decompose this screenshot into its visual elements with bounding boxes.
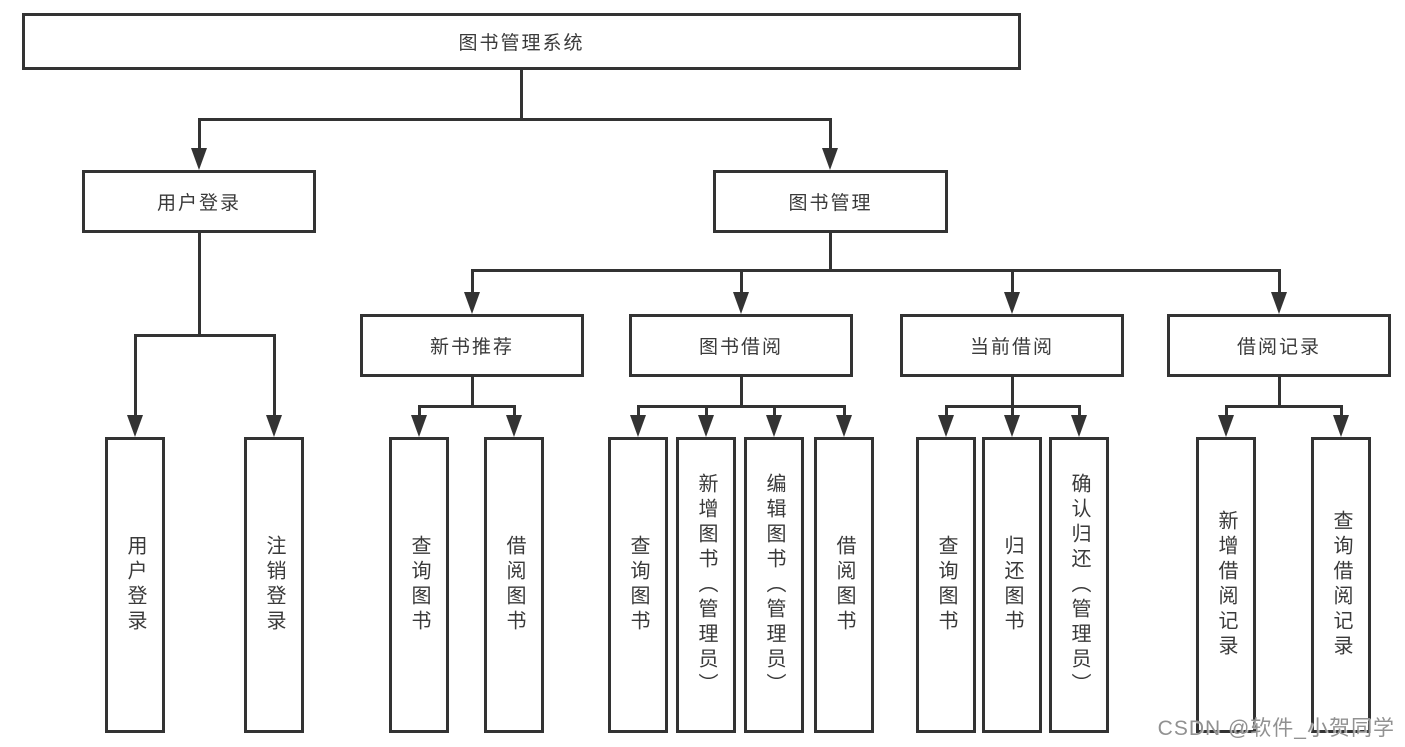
leaf-user-login: 用户登录 <box>105 437 165 733</box>
arrowhead-bb-borrow <box>836 415 852 437</box>
leaf-current-query-books: 查询图书 <box>916 437 976 733</box>
arrowhead-user-login <box>191 148 207 170</box>
connector-user-login-stem <box>198 233 201 336</box>
leaf-logout: 注销登录 <box>244 437 304 733</box>
connector-drop-bb-add <box>705 405 708 418</box>
arrowhead-new-book <box>464 292 480 314</box>
arrowhead-rec-query <box>411 415 427 437</box>
arrowhead-bb-edit <box>766 415 782 437</box>
node-new-book-recommend: 新书推荐 <box>360 314 584 377</box>
connector-current-borrowing-stem <box>1011 377 1014 407</box>
node-book-management-system: 图书管理系统 <box>22 13 1021 70</box>
connector-drop-rec-borrow <box>513 405 516 418</box>
leaf-borrowing-borrow-books: 借阅图书 <box>814 437 874 733</box>
node-user-login: 用户登录 <box>82 170 316 233</box>
leaf-records-query-record: 查询借阅记录 <box>1311 437 1371 733</box>
arrowhead-leaf-user-login <box>127 415 143 437</box>
arrowhead-br-query <box>1333 415 1349 437</box>
arrowhead-cb-confirm <box>1071 415 1087 437</box>
arrowhead-borrowing-records <box>1271 292 1287 314</box>
connector-drop-cb-return <box>1011 405 1014 418</box>
leaf-borrowing-edit-books-admin-label: 编辑图书（管理员） <box>763 472 785 698</box>
arrowhead-book-management <box>822 148 838 170</box>
node-book-management: 图书管理 <box>713 170 948 233</box>
node-current-borrowing: 当前借阅 <box>900 314 1124 377</box>
connector-drop-user-login <box>198 118 201 150</box>
connector-drop-book-management <box>829 118 832 150</box>
leaf-recommend-borrow-books: 借阅图书 <box>484 437 544 733</box>
leaf-borrowing-query-books: 查询图书 <box>608 437 668 733</box>
leaf-current-query-books-label: 查询图书 <box>935 535 957 635</box>
arrowhead-br-add <box>1218 415 1234 437</box>
connector-drop-book-borrowing <box>740 269 743 294</box>
connector-book-borrowing-stem <box>740 377 743 407</box>
leaf-recommend-query-books-label: 查询图书 <box>408 535 430 635</box>
csdn-watermark: CSDN @软件_小贺同学 <box>1157 717 1395 740</box>
leaf-records-add-record: 新增借阅记录 <box>1196 437 1256 733</box>
arrowhead-cb-query <box>938 415 954 437</box>
connector-book-borrowing-hline <box>637 405 845 408</box>
arrowhead-bb-query <box>630 415 646 437</box>
connector-borrowing-records-stem <box>1278 377 1281 407</box>
leaf-logout-label: 注销登录 <box>263 535 285 635</box>
connector-drop-br-query <box>1340 405 1343 418</box>
connector-drop-current-borrowing <box>1011 269 1014 294</box>
connector-drop-cb-query <box>945 405 948 418</box>
arrowhead-rec-borrow <box>506 415 522 437</box>
connector-drop-new-book <box>471 269 474 294</box>
connector-root-stem <box>520 70 523 120</box>
connector-drop-bb-query <box>637 405 640 418</box>
leaf-borrowing-borrow-books-label: 借阅图书 <box>833 535 855 635</box>
leaf-current-return-books-label: 归还图书 <box>1001 535 1023 635</box>
arrowhead-leaf-logout <box>266 415 282 437</box>
arrowhead-book-borrowing <box>733 292 749 314</box>
connector-root-hline <box>198 118 832 121</box>
connector-drop-leaf-logout <box>273 334 276 416</box>
leaf-borrowing-add-books-admin: 新增图书（管理员） <box>676 437 736 733</box>
leaf-borrowing-query-books-label: 查询图书 <box>627 535 649 635</box>
leaf-records-query-record-label: 查询借阅记录 <box>1330 510 1352 660</box>
connector-drop-cb-confirm <box>1078 405 1081 418</box>
connector-book-management-hline <box>471 269 1281 272</box>
connector-drop-br-add <box>1225 405 1228 418</box>
connector-drop-bb-edit <box>773 405 776 418</box>
leaf-user-login-label: 用户登录 <box>124 535 146 635</box>
leaf-recommend-borrow-books-label: 借阅图书 <box>503 535 525 635</box>
leaf-recommend-query-books: 查询图书 <box>389 437 449 733</box>
connector-drop-borrowing-records <box>1278 269 1281 294</box>
node-borrowing-records: 借阅记录 <box>1167 314 1391 377</box>
arrowhead-current-borrowing <box>1004 292 1020 314</box>
connector-user-login-hline <box>134 334 276 337</box>
leaf-borrowing-add-books-admin-label: 新增图书（管理员） <box>695 472 717 698</box>
connector-new-book-hline <box>418 405 516 408</box>
leaf-records-add-record-label: 新增借阅记录 <box>1215 510 1237 660</box>
connector-drop-rec-query <box>418 405 421 418</box>
leaf-current-return-books: 归还图书 <box>982 437 1042 733</box>
arrowhead-bb-add <box>698 415 714 437</box>
connector-book-management-stem <box>829 233 832 271</box>
connector-drop-bb-borrow <box>843 405 846 418</box>
leaf-current-confirm-return-admin: 确认归还（管理员） <box>1049 437 1109 733</box>
node-book-borrowing: 图书借阅 <box>629 314 853 377</box>
connector-new-book-stem <box>471 377 474 407</box>
connector-drop-leaf-user-login <box>134 334 137 416</box>
leaf-current-confirm-return-admin-label: 确认归还（管理员） <box>1068 472 1090 698</box>
arrowhead-cb-return <box>1004 415 1020 437</box>
leaf-borrowing-edit-books-admin: 编辑图书（管理员） <box>744 437 804 733</box>
connector-borrowing-records-hline <box>1225 405 1342 408</box>
